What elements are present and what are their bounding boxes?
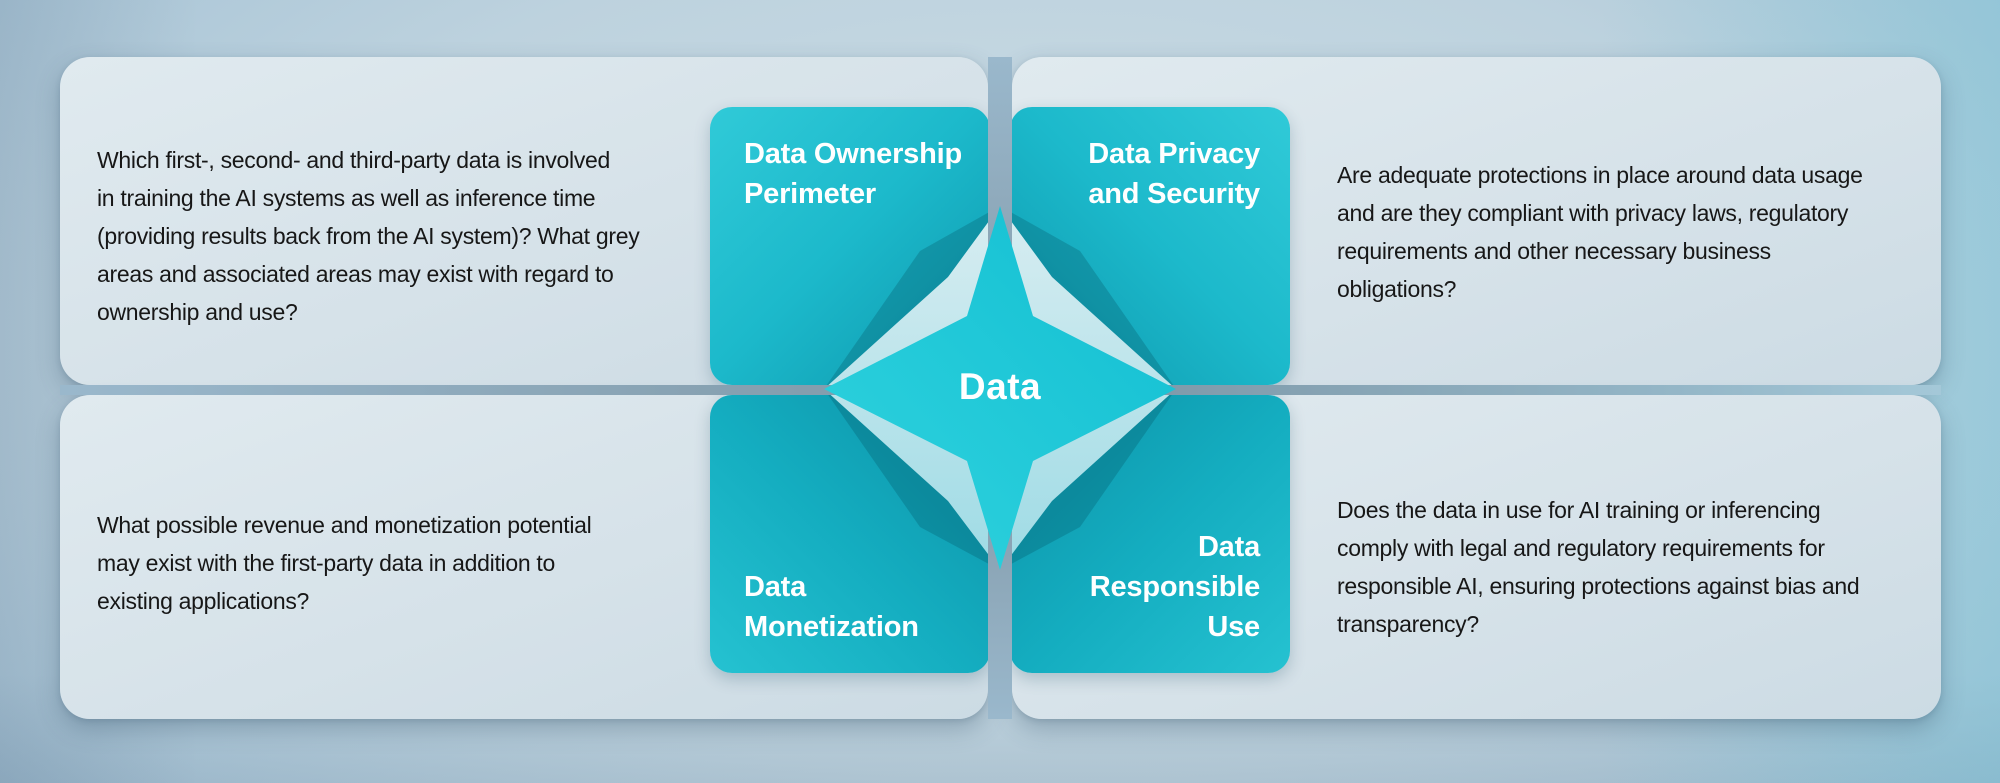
- tile-label-data-ownership: Data Ownership Perimeter: [744, 138, 962, 210]
- question-data-responsible-use: Does the data in use for AI training or …: [1337, 497, 1860, 637]
- tile-label-data-responsible-use: Data Responsible Use: [1089, 531, 1260, 643]
- center-label: Data: [958, 366, 1042, 408]
- question-data-monetization: What possible revenue and monetization p…: [97, 512, 592, 614]
- question-data-privacy: Are adequate protections in place around…: [1337, 162, 1863, 302]
- tile-label-data-privacy: Data Privacy and Security: [1088, 138, 1260, 210]
- tile-label-data-monetization: Data Monetization: [744, 571, 919, 643]
- question-data-ownership: Which first-, second- and third-party da…: [97, 147, 640, 325]
